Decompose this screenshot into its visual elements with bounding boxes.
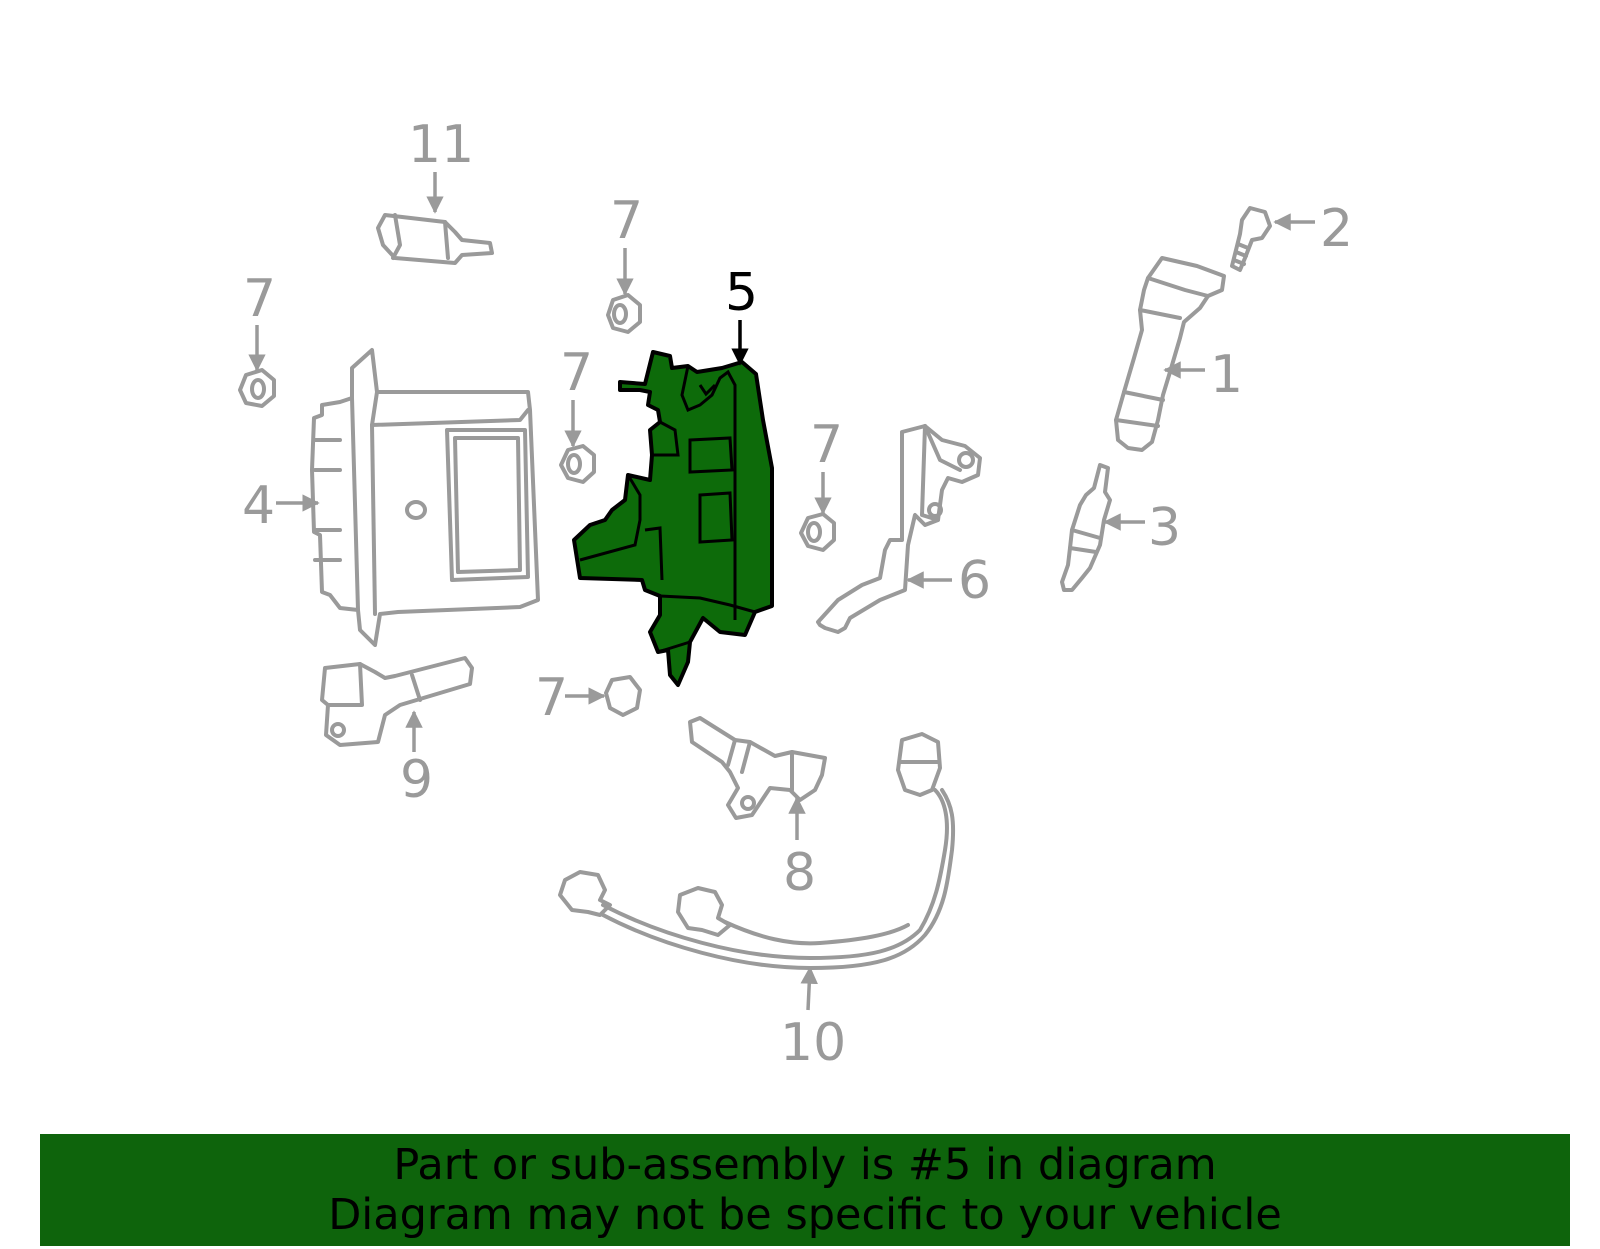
leader-10 bbox=[800, 966, 818, 1011]
callout-7c: 7 bbox=[560, 343, 593, 403]
part-2-bolt[interactable] bbox=[1230, 206, 1272, 272]
part-4-ecm[interactable] bbox=[310, 348, 540, 647]
callout-3: 3 bbox=[1148, 498, 1181, 558]
part-1-ignition-coil[interactable] bbox=[1114, 256, 1226, 452]
callout-2: 2 bbox=[1320, 199, 1353, 259]
callout-10: 10 bbox=[780, 1013, 846, 1073]
part-7-nut-a[interactable] bbox=[238, 368, 276, 408]
callout-6: 6 bbox=[958, 551, 991, 611]
callout-4: 4 bbox=[242, 476, 275, 536]
callout-7b: 7 bbox=[610, 191, 643, 251]
part-8-sensor[interactable] bbox=[688, 716, 827, 820]
callout-7d: 7 bbox=[810, 415, 843, 475]
part-9-sensor[interactable] bbox=[320, 656, 474, 747]
part-5-bracket[interactable] bbox=[572, 350, 774, 687]
callout-9: 9 bbox=[400, 750, 433, 810]
callout-7a: 7 bbox=[243, 269, 276, 329]
part-7-nut-c[interactable] bbox=[559, 444, 596, 484]
callout-5: 5 bbox=[725, 263, 758, 323]
callout-11: 11 bbox=[408, 115, 474, 175]
part-7-nut-b[interactable] bbox=[606, 293, 642, 334]
part-7-nut-d[interactable] bbox=[799, 512, 836, 552]
info-banner: Part or sub-assembly is #5 in diagram Di… bbox=[40, 1134, 1570, 1246]
part-6-bracket[interactable] bbox=[816, 424, 982, 634]
part-10-harness[interactable] bbox=[558, 732, 956, 970]
part-3-spark-plug[interactable] bbox=[1060, 463, 1112, 592]
callout-8: 8 bbox=[783, 843, 816, 903]
part-11-sensor[interactable] bbox=[376, 213, 494, 265]
part-7-nut-e[interactable] bbox=[604, 675, 642, 717]
callout-7e: 7 bbox=[535, 668, 568, 728]
banner-line-part: Part or sub-assembly is #5 in diagram bbox=[393, 1140, 1217, 1190]
banner-line-disclaimer: Diagram may not be specific to your vehi… bbox=[328, 1190, 1282, 1240]
callout-1: 1 bbox=[1210, 345, 1243, 405]
